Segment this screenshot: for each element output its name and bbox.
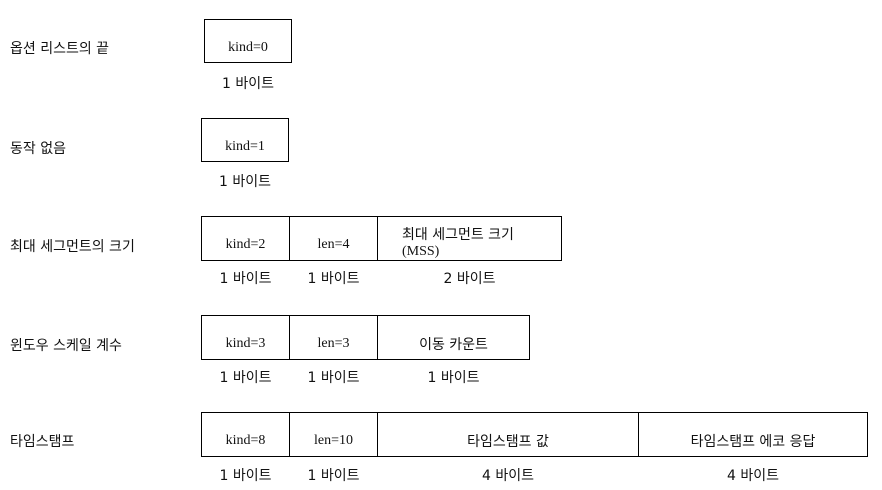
field-timestamp-value-cell: 타임스탬프 값 — [377, 412, 639, 457]
row-label-timestamp: 타임스탬프 — [10, 434, 75, 450]
field-shift-count-text: 이동 카운트 — [419, 337, 488, 353]
row-label-window-scale: 윈도우 스케일 계수 — [10, 338, 122, 354]
field-kind-cell: kind=1 — [201, 118, 289, 162]
field-kind-text: kind=0 — [228, 40, 268, 55]
field-kind-text: kind=1 — [225, 139, 265, 154]
field-kind-text: kind=8 — [225, 433, 266, 448]
field-kind-cell: kind=2 — [201, 216, 290, 261]
field-len-text: len=3 — [317, 336, 350, 351]
field-kind-text: kind=2 — [225, 237, 266, 252]
field-size-label: 1 바이트 — [307, 271, 360, 287]
row-label-end-of-list: 옵션 리스트의 끝 — [10, 41, 110, 57]
field-len-cell: len=4 — [289, 216, 378, 261]
field-size-label: 1 바이트 — [219, 370, 272, 386]
field-timestamp-value-text: 타임스탬프 값 — [467, 434, 549, 450]
field-mss-text: 최대 세그먼트 크기 — [402, 227, 514, 243]
field-len-text: len=10 — [314, 433, 353, 448]
field-timestamp-echo-cell: 타임스탬프 에코 응답 — [638, 412, 868, 457]
field-size-label: 1 바이트 — [427, 370, 480, 386]
field-len-cell: len=10 — [289, 412, 378, 457]
row-label-no-operation: 동작 없음 — [10, 141, 66, 157]
field-size-label: 1 바이트 — [222, 76, 274, 92]
field-kind-cell: kind=0 — [204, 19, 292, 63]
field-len-cell: len=3 — [289, 315, 378, 360]
field-size-label: 4 바이트 — [727, 468, 779, 484]
field-timestamp-echo-text: 타임스탬프 에코 응답 — [690, 434, 816, 450]
field-size-label: 1 바이트 — [219, 174, 271, 190]
field-size-label: 1 바이트 — [307, 370, 360, 386]
field-mss-subtext: (MSS) — [402, 244, 440, 259]
field-kind-cell: kind=3 — [201, 315, 290, 360]
field-size-label: 1 바이트 — [219, 468, 272, 484]
field-kind-text: kind=3 — [225, 336, 266, 351]
field-mss-cell: 최대 세그먼트 크기 (MSS) — [377, 216, 562, 261]
field-size-label: 2 바이트 — [443, 271, 496, 287]
field-size-label: 1 바이트 — [219, 271, 272, 287]
field-size-label: 4 바이트 — [482, 468, 534, 484]
row-label-max-segment-size: 최대 세그먼트의 크기 — [10, 239, 135, 255]
field-kind-cell: kind=8 — [201, 412, 290, 457]
field-size-label: 1 바이트 — [307, 468, 360, 484]
field-shift-count-cell: 이동 카운트 — [377, 315, 530, 360]
field-len-text: len=4 — [317, 237, 350, 252]
